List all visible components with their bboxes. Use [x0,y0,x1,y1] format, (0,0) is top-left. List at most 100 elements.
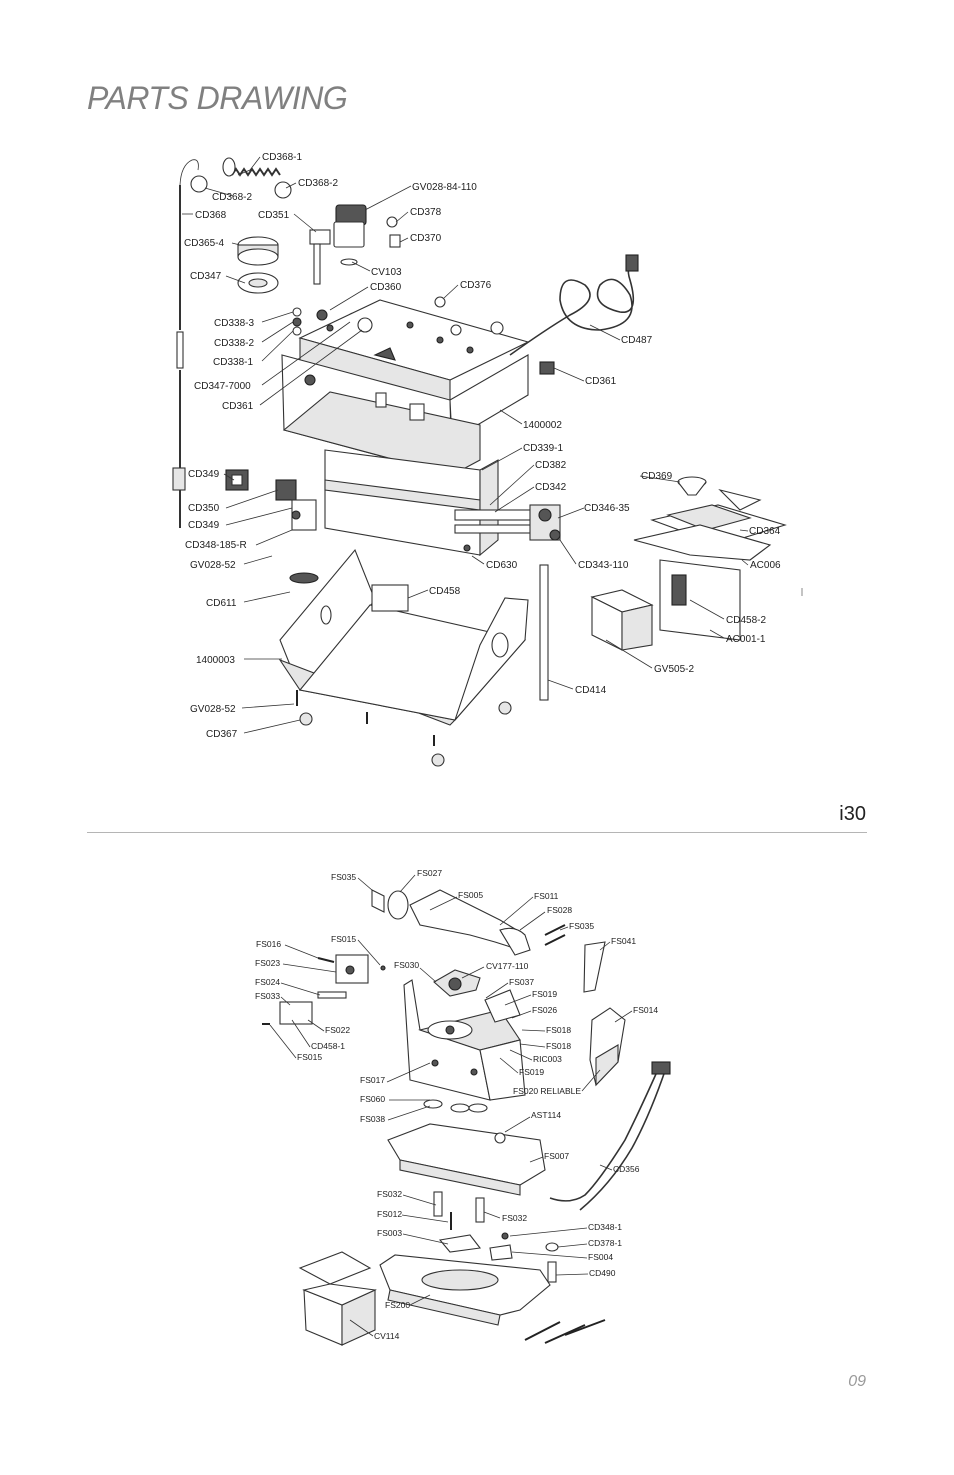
part-label: CV177-110 [486,961,529,971]
part-label: FS003 [377,1228,402,1238]
part-label: FS035 [569,921,594,931]
part-label: GV028-84-110 [412,182,477,193]
part-label: CD630 [486,560,518,571]
part-label: CD414 [575,685,607,696]
page-title: PARTS DRAWING [87,80,348,116]
part-label: CD338-1 [213,357,253,368]
part-label: CD458-2 [726,615,766,626]
part-label: CD339-1 [523,443,563,454]
part-label: CD347 [190,271,222,282]
part-label: CD348-185-R [185,540,247,551]
part-label: FS016 [256,939,281,949]
part-label: FS030 [394,960,419,970]
washers-part [423,1099,488,1113]
iron-handle-part [371,889,531,956]
part-label: FS019 [532,989,557,999]
switches-part [225,469,317,531]
accessory-box-cv114-part [298,1251,377,1346]
insulator-part [583,941,606,993]
part-label: FS026 [532,1005,557,1015]
part-label: CD378 [410,207,442,218]
part-label: CD356 [613,1164,640,1174]
part-label: GV028-52 [190,560,236,571]
iron-cord-part [549,1061,671,1211]
part-label: CD368-2 [212,192,252,203]
spring-part [190,157,292,199]
part-label: FS032 [377,1189,402,1199]
part-label: CD458 [429,586,461,597]
part-label: FS012 [377,1209,402,1219]
part-label: CD365-4 [184,238,224,249]
part-label: CD378-1 [588,1238,622,1248]
probe-rod-part [172,159,199,528]
part-label: CD350 [188,503,220,514]
part-label: GV505-2 [654,664,694,675]
cover-fs014-part [589,1007,626,1087]
part-label: CV103 [371,267,402,278]
thermostat-part [262,954,369,1025]
part-label: FS060 [360,1094,385,1104]
part-label: CD490 [589,1268,616,1278]
accessory-box-part [633,488,787,641]
page-number: 09 [848,1373,866,1390]
part-label: RIC003 [533,1054,562,1064]
top-leader-lines [182,156,749,734]
part-label: AC001-1 [726,634,766,645]
part-label: CD338-2 [214,338,254,349]
cable-ties-part [524,1319,606,1344]
top-part-labels: CD368-1 CD368-2 CD368-2 CD368 CD351 GV02… [184,152,781,740]
part-label: FS007 [544,1151,569,1161]
part-label: FS032 [502,1213,527,1223]
part-label: CD351 [258,210,290,221]
part-label: FS200 [385,1300,410,1310]
bottom-part-labels: FS035 FS027 FS005 FS011 FS028 FS035 FS04… [255,868,658,1341]
iron-shell-part [387,1123,546,1196]
dial-part [433,969,481,997]
soleplate-part [379,1254,551,1326]
part-label: FS041 [611,936,636,946]
part-label: CD368 [195,210,227,221]
part-label: CD611 [206,598,237,609]
bottom-leader-lines [269,874,633,1337]
part-label: FS027 [417,868,442,878]
bracket-part [438,1234,513,1261]
section-divider [87,832,867,833]
part-label: CD369 [641,471,673,482]
part-label: CD376 [460,280,492,291]
part-label: FS005 [458,890,483,900]
part-label: CD368-1 [262,152,302,163]
solenoid-valve-part [309,204,367,285]
part-label: CD346-35 [584,503,630,514]
part-label: FS017 [360,1075,385,1085]
model-label: i30 [839,803,866,825]
part-label: AC006 [750,560,781,571]
part-label: FS004 [588,1252,613,1262]
part-label: AST114 [531,1110,561,1120]
part-label: CV114 [374,1331,400,1341]
top-parts-diagram: CD368-1 CD368-2 CD368-2 CD368 CD351 GV02… [172,152,803,767]
tube-part [539,564,549,701]
part-label: FS033 [255,991,280,1001]
part-label: CD364 [749,526,781,537]
screws-part [317,924,566,971]
feet-part [296,690,512,767]
part-label: FS035 [331,872,356,882]
part-label: FS037 [509,977,534,987]
part-label: FS015 [297,1052,322,1062]
part-label: CD349 [188,469,220,480]
part-label: GV028-52 [190,704,236,715]
manual-part [590,589,654,651]
part-label: FS020 RELIABLE [513,1086,581,1096]
heating-element-part [454,504,561,552]
part-label: CD458-1 [311,1041,345,1051]
part-label: CD361 [222,401,254,412]
part-label: CD342 [535,482,567,493]
power-cord-part [509,254,639,356]
frame-part [403,979,526,1101]
part-label: CD343-110 [578,560,629,571]
part-label: FS015 [331,934,356,944]
part-label: CD360 [370,282,402,293]
part-label: FS022 [325,1025,350,1035]
part-label: FS023 [255,958,280,968]
